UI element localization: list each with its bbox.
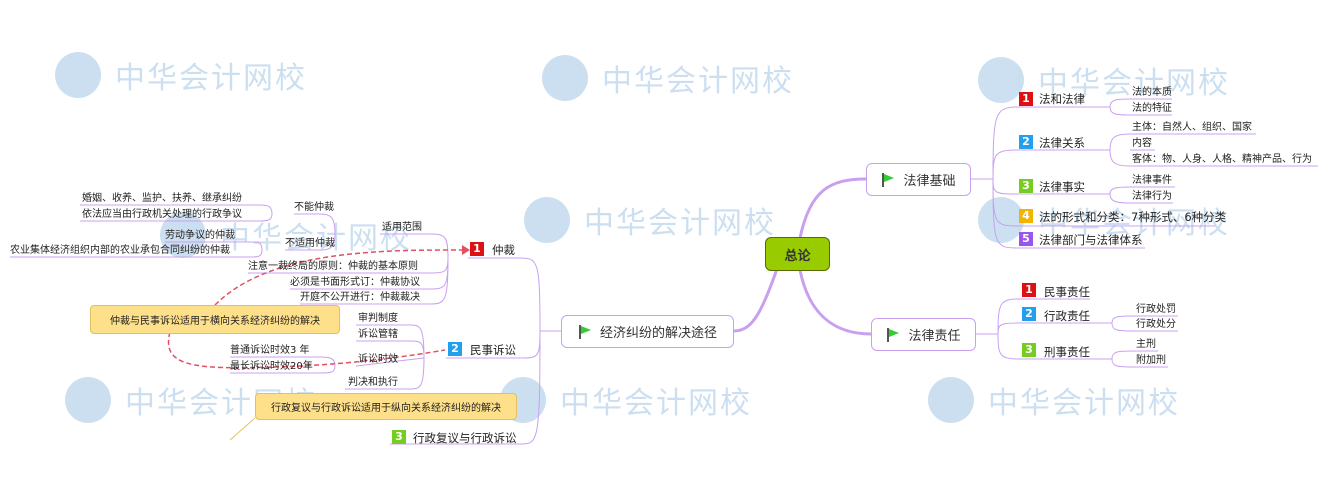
watermark-logo-icon xyxy=(928,377,974,423)
subtopic[interactable]: 婚姻、收养、监护、扶养、继承纠纷 xyxy=(82,193,242,204)
topic-law[interactable]: 法和法律 xyxy=(1039,92,1085,106)
watermark-logo-icon xyxy=(542,55,588,101)
priority-2-icon: 2 xyxy=(1022,307,1036,321)
watermark-logo-icon xyxy=(978,57,1024,103)
callout-vertical[interactable]: 行政复议与行政诉讼适用于纵向关系经济纠纷的解决 xyxy=(255,393,517,420)
subtopic[interactable]: 依法应当由行政机关处理的行政争议 xyxy=(82,209,242,220)
subtopic[interactable]: 劳动争议的仲裁 xyxy=(165,230,235,241)
root-label: 总论 xyxy=(784,248,811,264)
subtopic[interactable]: 最长诉讼时效20年 xyxy=(230,361,313,372)
priority-3-icon: 3 xyxy=(392,430,406,444)
topic-legal-fact[interactable]: 法律事实 xyxy=(1039,180,1085,194)
watermark-text: 中华会计网校 xyxy=(560,386,752,421)
topic-law-system[interactable]: 法律部门与法律体系 xyxy=(1039,233,1143,247)
topic-civil-litigation[interactable]: 民事诉讼 xyxy=(470,343,516,357)
topic-admin-review[interactable]: 行政复议与行政诉讼 xyxy=(413,431,517,445)
node-legal-liability[interactable]: 法律责任 xyxy=(871,318,976,351)
watermark-text: 中华会计网校 xyxy=(988,386,1180,421)
subtopic[interactable]: 诉讼时效 xyxy=(358,354,398,365)
watermark: 中华会计网校 xyxy=(978,57,1230,103)
subtopic[interactable]: 审判制度 xyxy=(358,313,398,324)
watermark: 中华会计网校 xyxy=(978,197,1230,243)
node-label: 法律责任 xyxy=(908,329,961,344)
subtopic[interactable]: 法的本质 xyxy=(1132,87,1172,98)
callout-text: 行政复议与行政诉讼适用于纵向关系经济纠纷的解决 xyxy=(271,403,501,414)
flag-icon xyxy=(578,324,592,339)
subtopic[interactable]: 判决和执行 xyxy=(348,377,398,388)
subtopic[interactable]: 法律事件 xyxy=(1132,175,1172,186)
subtopic-cannot[interactable]: 不能仲裁 xyxy=(294,202,334,213)
watermark-text: 中华会计网校 xyxy=(602,64,794,99)
subtopic[interactable]: 普通诉讼时效3 年 xyxy=(230,345,310,356)
priority-2-icon: 2 xyxy=(1019,135,1033,149)
priority-4-icon: 4 xyxy=(1019,209,1033,223)
subtopic[interactable]: 法的特征 xyxy=(1132,103,1172,114)
topic-admin-liability[interactable]: 行政责任 xyxy=(1044,309,1090,323)
subtopic[interactable]: 农业集体经济组织内部的农业承包合同纠纷的仲裁 xyxy=(10,245,230,256)
watermark: 中华会计网校 xyxy=(524,197,776,243)
watermark: 中华会计网校 xyxy=(55,52,307,98)
watermark-text: 中华会计网校 xyxy=(115,61,307,96)
relationship-arrow xyxy=(214,249,463,306)
root-node[interactable]: 总论 xyxy=(765,237,830,271)
watermark: 中华会计网校 xyxy=(928,377,1180,423)
subtopic-scope[interactable]: 适用范围 xyxy=(382,222,422,233)
subtopic[interactable]: 开庭不公开进行：仲裁裁决 xyxy=(300,292,420,303)
node-label: 经济纠纷的解决途径 xyxy=(599,326,717,341)
subtopic[interactable]: 附加刑 xyxy=(1136,355,1166,366)
subtopic[interactable]: 行政处分 xyxy=(1136,319,1176,330)
subtopic[interactable]: 必须是书面形式订：仲裁协议 xyxy=(290,277,420,288)
priority-1-icon: 1 xyxy=(1019,92,1033,106)
topic-law-forms[interactable]: 法的形式和分类：7种形式、6种分类 xyxy=(1039,210,1227,224)
watermark: 中华会计网校 xyxy=(65,377,317,423)
watermark: 中华会计网校 xyxy=(542,55,794,101)
watermark-logo-icon xyxy=(65,377,111,423)
watermark-text: 中华会计网校 xyxy=(584,206,776,241)
watermark-logo-icon xyxy=(160,212,206,258)
subtopic[interactable]: 主体：自然人、组织、国家 xyxy=(1132,122,1252,133)
subtopic[interactable]: 诉讼管辖 xyxy=(358,329,398,340)
subtopic[interactable]: 主刑 xyxy=(1136,339,1156,350)
priority-1-icon: 1 xyxy=(1022,283,1036,297)
node-dispute-resolution[interactable]: 经济纠纷的解决途径 xyxy=(561,315,734,348)
watermark-text: 中华会计网校 xyxy=(1038,66,1230,101)
watermark-logo-icon xyxy=(524,197,570,243)
subtopic[interactable]: 注意一裁终局的原则：仲裁的基本原则 xyxy=(248,261,418,272)
subtopic[interactable]: 客体：物、人身、人格、精神产品、行为 xyxy=(1132,154,1312,165)
topic-arbitration[interactable]: 仲裁 xyxy=(492,243,515,257)
subtopic[interactable]: 内容 xyxy=(1132,138,1152,149)
node-label: 法律基础 xyxy=(903,174,956,189)
subtopic[interactable]: 法律行为 xyxy=(1132,191,1172,202)
flag-icon xyxy=(886,327,900,342)
priority-2-icon: 2 xyxy=(448,342,462,356)
priority-5-icon: 5 xyxy=(1019,232,1033,246)
watermark-text: 中华会计网校 xyxy=(1038,206,1230,241)
node-law-basics[interactable]: 法律基础 xyxy=(866,163,971,196)
topic-criminal-liability[interactable]: 刑事责任 xyxy=(1044,345,1090,359)
topic-legal-relation[interactable]: 法律关系 xyxy=(1039,136,1085,150)
priority-1-icon: 1 xyxy=(470,242,484,256)
priority-3-icon: 3 xyxy=(1019,179,1033,193)
watermark-logo-icon xyxy=(55,52,101,98)
subtopic-notapply[interactable]: 不适用仲裁 xyxy=(285,238,335,249)
callout-horizontal[interactable]: 仲裁与民事诉讼适用于横向关系经济纠纷的解决 xyxy=(90,305,340,334)
subtopic[interactable]: 行政处罚 xyxy=(1136,304,1176,315)
watermark-logo-icon xyxy=(978,197,1024,243)
topic-civil-liability[interactable]: 民事责任 xyxy=(1044,285,1090,299)
priority-3-icon: 3 xyxy=(1022,343,1036,357)
callout-text: 仲裁与民事诉讼适用于横向关系经济纠纷的解决 xyxy=(110,316,320,327)
flag-icon xyxy=(881,172,895,187)
